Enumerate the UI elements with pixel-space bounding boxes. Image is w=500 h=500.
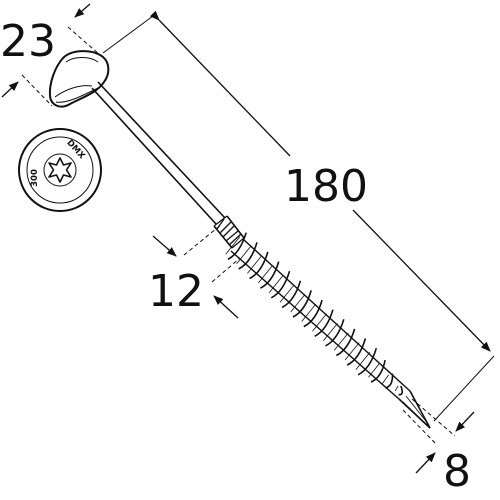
thread-shadow bbox=[301, 303, 317, 322]
thread-shadow bbox=[381, 374, 390, 384]
thread-shadow bbox=[333, 332, 349, 351]
dimension-thread-length: 12 bbox=[148, 223, 241, 319]
screw-reamer bbox=[213, 215, 245, 249]
screw-shank bbox=[91, 81, 226, 225]
thread-crest bbox=[227, 232, 247, 261]
thread-crest bbox=[325, 319, 345, 347]
thread-crest bbox=[336, 328, 356, 357]
dimension-shank-diameter: 8 bbox=[402, 398, 475, 497]
thread-shadow bbox=[368, 362, 381, 378]
torx-recess-icon bbox=[48, 157, 72, 183]
thread-crest bbox=[346, 338, 367, 366]
shank-diameter-label: 8 bbox=[443, 446, 471, 497]
total-length-label: 180 bbox=[284, 161, 368, 212]
thread-crest bbox=[260, 261, 280, 289]
thread-shadow bbox=[279, 284, 295, 303]
thread-length-label: 12 bbox=[148, 266, 204, 317]
thread-shadow bbox=[236, 246, 252, 265]
thread-crest bbox=[357, 347, 378, 376]
thread-shadow bbox=[257, 265, 273, 284]
thread-crest bbox=[314, 309, 334, 338]
dimension-total-length: 180 bbox=[102, 10, 495, 422]
thread-crest bbox=[270, 270, 291, 299]
thread-crest bbox=[370, 359, 386, 383]
thread-shadow bbox=[225, 236, 241, 255]
thread-shadow bbox=[344, 342, 360, 361]
thread-shadow bbox=[247, 255, 262, 274]
thread-shadow bbox=[312, 313, 327, 332]
thread-shadow bbox=[290, 294, 306, 313]
head-diameter-label: 23 bbox=[0, 16, 56, 67]
head-stamp-size: 300 bbox=[30, 169, 40, 187]
head-stamp-brand: DMX bbox=[64, 138, 86, 161]
thread-crest bbox=[249, 251, 269, 280]
thread-shadow bbox=[323, 323, 338, 342]
thread-crest bbox=[292, 290, 312, 318]
screw-thread-core bbox=[230, 239, 411, 400]
thread-crest bbox=[281, 280, 302, 309]
thread-crest bbox=[398, 385, 404, 396]
screw-side-view bbox=[48, 50, 431, 429]
dimension-head-diameter: 23 bbox=[0, 3, 101, 107]
screw-head bbox=[48, 50, 110, 108]
thread-shadow bbox=[355, 351, 371, 370]
thread-shadow bbox=[394, 385, 399, 392]
thread-crest bbox=[385, 373, 394, 389]
thread-crest bbox=[238, 242, 258, 270]
thread-crest bbox=[303, 299, 323, 328]
head-top-view: DMX 300 bbox=[18, 128, 102, 212]
screw-thread bbox=[225, 232, 404, 396]
thread-shadow bbox=[268, 274, 284, 293]
